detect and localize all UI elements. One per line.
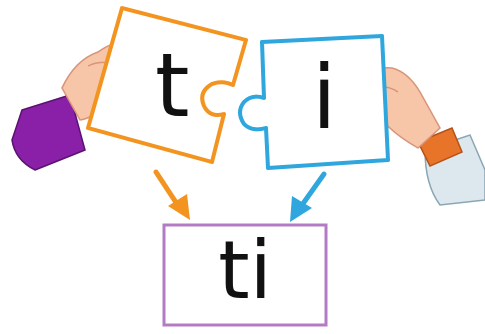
- arrow-right: [290, 171, 327, 222]
- left-sleeve: [11, 94, 86, 171]
- puzzle-piece-right: i: [238, 34, 390, 170]
- arrow-left: [153, 169, 190, 220]
- result-box: ti: [162, 223, 328, 327]
- result-box-frame: [162, 223, 328, 327]
- right-piece-letter: i: [312, 46, 336, 149]
- puzzle-piece-left: t: [86, 6, 248, 164]
- left-piece-letter: t: [155, 34, 190, 137]
- result-syllable: ti: [218, 224, 272, 317]
- right-piece-outline: [238, 34, 390, 170]
- left-piece-outline: [86, 6, 248, 164]
